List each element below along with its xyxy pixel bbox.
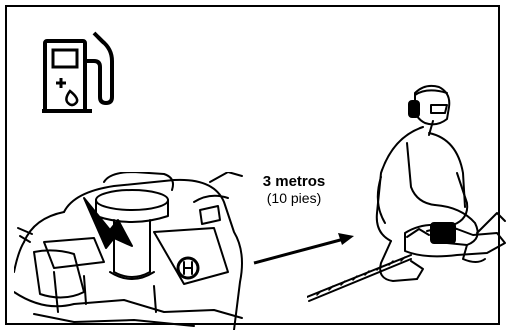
operator-with-hedge-trimmer-illustration: [307, 83, 507, 305]
engine-fuel-cap-illustration: [14, 172, 254, 330]
fuel-pump-icon: [42, 31, 122, 113]
refueling-illustration-panel: 3 metros (10 pies): [5, 5, 500, 325]
